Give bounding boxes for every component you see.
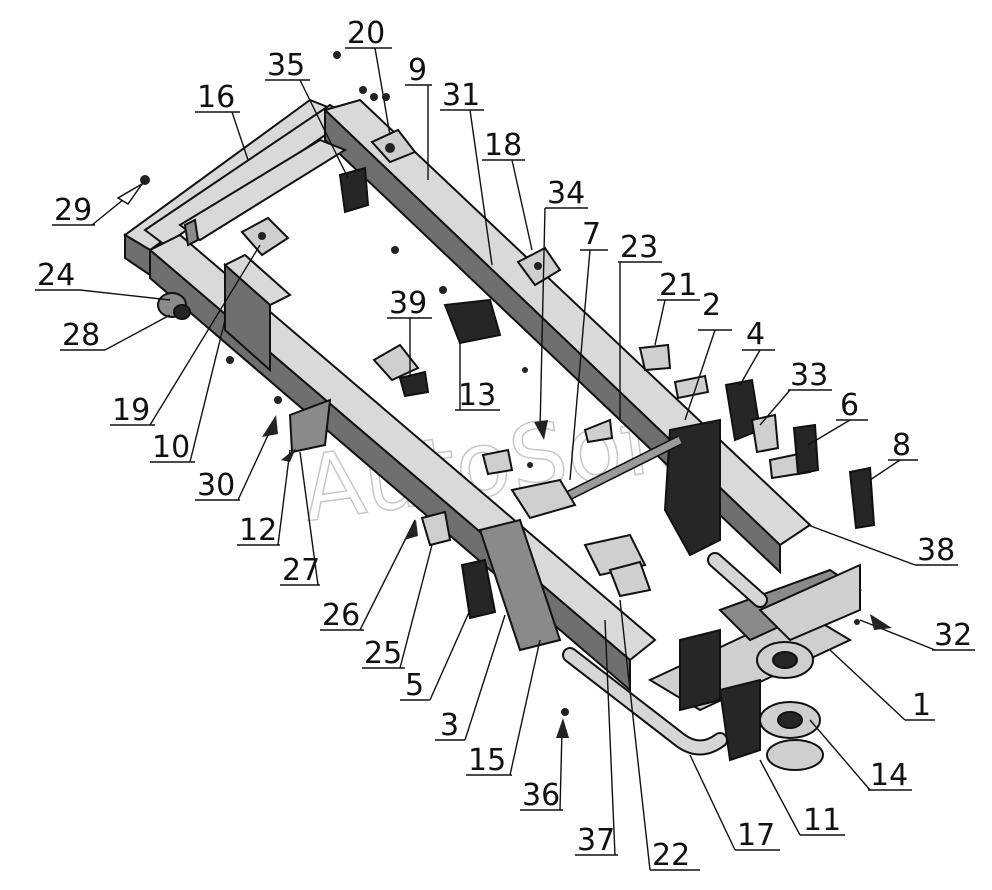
callout-29: 29 bbox=[52, 181, 146, 228]
callout-39: 39 bbox=[387, 286, 432, 375]
callout-35: 35 bbox=[265, 48, 349, 179]
svg-text:39: 39 bbox=[389, 286, 427, 321]
callout-3: 3 bbox=[435, 614, 506, 743]
callout-16: 16 bbox=[195, 80, 249, 161]
svg-text:32: 32 bbox=[934, 618, 972, 653]
callout-9: 9 bbox=[405, 53, 432, 180]
callout-18: 18 bbox=[482, 128, 533, 251]
callout-17: 17 bbox=[689, 754, 780, 853]
svg-text:2: 2 bbox=[702, 288, 721, 323]
svg-text:10: 10 bbox=[152, 430, 190, 465]
svg-text:31: 31 bbox=[442, 78, 480, 113]
svg-text:19: 19 bbox=[112, 393, 150, 428]
callout-19: 19 bbox=[110, 244, 261, 428]
callout-10: 10 bbox=[150, 319, 226, 465]
svg-text:5: 5 bbox=[405, 668, 424, 703]
svg-text:3: 3 bbox=[440, 708, 459, 743]
callout-37: 37 bbox=[575, 619, 618, 858]
callout-2: 2 bbox=[684, 288, 732, 421]
callout-7: 7 bbox=[569, 217, 608, 481]
svg-text:21: 21 bbox=[659, 268, 697, 303]
callout-12: 12 bbox=[237, 448, 296, 548]
callout-6: 6 bbox=[807, 388, 868, 446]
callout-14: 14 bbox=[809, 719, 912, 793]
callout-30: 30 bbox=[195, 415, 278, 503]
svg-text:25: 25 bbox=[364, 636, 402, 671]
svg-text:28: 28 bbox=[62, 318, 100, 353]
callout-28: 28 bbox=[60, 314, 171, 353]
callout-26: 26 bbox=[320, 519, 418, 633]
svg-text:9: 9 bbox=[408, 53, 427, 88]
callout-21: 21 bbox=[654, 268, 700, 346]
svg-text:8: 8 bbox=[892, 428, 911, 463]
svg-text:29: 29 bbox=[54, 193, 92, 228]
callout-38: 38 bbox=[807, 524, 958, 568]
svg-text:36: 36 bbox=[522, 778, 560, 813]
svg-text:37: 37 bbox=[577, 823, 615, 858]
svg-text:13: 13 bbox=[458, 378, 496, 413]
callout-22: 22 bbox=[619, 599, 700, 873]
callout-23: 23 bbox=[618, 230, 662, 420]
callout-4: 4 bbox=[739, 317, 775, 386]
svg-text:1: 1 bbox=[912, 688, 931, 723]
svg-text:17: 17 bbox=[737, 818, 775, 853]
svg-text:12: 12 bbox=[239, 513, 277, 548]
svg-text:23: 23 bbox=[620, 230, 658, 265]
callout-15: 15 bbox=[466, 639, 541, 778]
svg-text:22: 22 bbox=[652, 838, 690, 873]
callout-31: 31 bbox=[440, 78, 493, 266]
svg-text:14: 14 bbox=[870, 758, 908, 793]
svg-text:33: 33 bbox=[790, 358, 828, 393]
svg-text:16: 16 bbox=[197, 80, 235, 115]
callout-24: 24 bbox=[35, 258, 171, 301]
callout-34: 34 bbox=[534, 176, 588, 440]
svg-text:27: 27 bbox=[282, 553, 320, 588]
svg-text:18: 18 bbox=[484, 128, 522, 163]
svg-text:15: 15 bbox=[468, 743, 506, 778]
svg-text:24: 24 bbox=[37, 258, 75, 293]
svg-text:6: 6 bbox=[840, 388, 859, 423]
svg-text:11: 11 bbox=[803, 803, 841, 838]
svg-text:38: 38 bbox=[917, 533, 955, 568]
svg-text:35: 35 bbox=[267, 48, 305, 83]
callout-layer: 1 2 3 4 5 6 7 bbox=[35, 16, 975, 873]
callout-13: 13 bbox=[455, 340, 500, 413]
callout-27: 27 bbox=[280, 451, 320, 588]
svg-text:7: 7 bbox=[582, 217, 601, 252]
svg-text:20: 20 bbox=[347, 16, 385, 51]
callout-20: 20 bbox=[345, 16, 392, 136]
svg-text:30: 30 bbox=[197, 468, 235, 503]
svg-text:26: 26 bbox=[322, 598, 360, 633]
svg-text:4: 4 bbox=[746, 317, 765, 352]
callout-8: 8 bbox=[869, 428, 918, 481]
callout-11: 11 bbox=[759, 759, 845, 838]
callout-33: 33 bbox=[759, 358, 832, 426]
callout-5: 5 bbox=[400, 609, 471, 703]
svg-text:34: 34 bbox=[547, 176, 585, 211]
callout-36: 36 bbox=[520, 718, 569, 813]
callout-32: 32 bbox=[859, 614, 975, 653]
callout-25: 25 bbox=[362, 544, 433, 671]
callout-1: 1 bbox=[829, 649, 935, 723]
